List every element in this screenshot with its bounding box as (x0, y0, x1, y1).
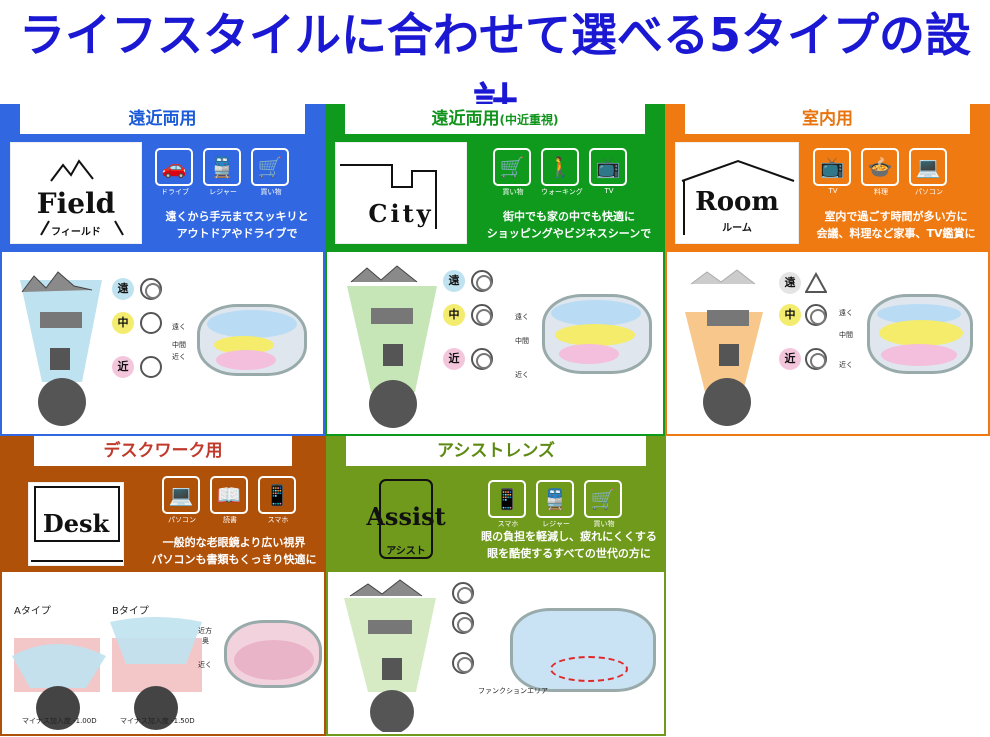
badge-mid: 中 (779, 304, 801, 326)
pc-icon: 💻パソコン (909, 148, 949, 197)
tv-icon: 📺TV (589, 148, 629, 197)
cart-icon: 🛒買い物 (584, 480, 624, 529)
page-title: ライフスタイルに合わせて選べる5タイプの設計 (18, 8, 971, 132)
smartphone-icon: 📱スマホ (258, 476, 298, 525)
desc-line-1: 一般的な老眼鏡より広い視界 (162, 536, 306, 549)
badge-mid: 中 (112, 312, 134, 334)
vision-diagram: ファンクションエリア (328, 572, 664, 734)
tab-label: 室内用 (685, 104, 970, 134)
pot-icon: 🍲料理 (861, 148, 901, 197)
desc-line-1: 街中でも家の中でも快適に (503, 210, 635, 223)
card-city: 遠近両用(中近重視) City 🛒買い物 🚶ウォーキング 📺TV 街中でも家の中… (325, 104, 665, 436)
card-field: 遠近両用 Field フィールド 🚗ドライブ 🚆レジャー 🛒買い物 遠くから手元… (0, 104, 325, 436)
logo-room: Room ルーム (675, 142, 799, 244)
smartphone-icon: 📱スマホ (488, 480, 528, 529)
tv-icon: 📺TV (813, 148, 853, 197)
walking-icon: 🚶ウォーキング (541, 148, 583, 197)
badge-near: 近 (112, 356, 134, 378)
badge-far: 遠 (779, 272, 801, 294)
desc-line-1: 眼の負担を軽減し、疲れにくくする (481, 530, 657, 543)
logo-city: City (335, 142, 467, 244)
desc-line-2: アウトドアやドライブで (176, 227, 298, 240)
badge-far: 遠 (112, 278, 134, 300)
vision-diagram: 遠 中 近 遠く 中間 近く (2, 252, 323, 434)
vision-diagram: 遠 中 近 遠く 中間 近く (667, 252, 988, 434)
triangle-icon (805, 272, 827, 293)
function-area-zone (550, 656, 628, 682)
tab-label: 遠近両用 (20, 104, 305, 134)
desc-line-2: パソコンも書類もくっきり快適に (151, 553, 317, 566)
desc-line-1: 遠くから手元までスッキリと (165, 210, 309, 223)
desc-line-1: 室内で過ごす時間が多い方に (824, 210, 968, 223)
vision-diagram: Aタイプ Bタイプ マイナス加入度 -1.00D マイナス加入度 -1.50D … (2, 572, 324, 734)
train-icon: 🚆レジャー (203, 148, 243, 197)
logo-desk: Desk (28, 482, 124, 566)
type-a-label: Aタイプ (14, 606, 51, 617)
train-icon: 🚆レジャー (536, 480, 576, 529)
tab-label: 遠近両用(中近重視) (345, 104, 645, 134)
type-b-label: Bタイプ (112, 606, 149, 617)
logo-assist: Assist アシスト (340, 476, 472, 572)
mountain-logo-icon (40, 159, 124, 236)
card-desk: デスクワーク用 Desk 💻パソコン 📖読書 📱スマホ 一般的な老眼鏡より広い視… (0, 436, 326, 736)
tab-label: アシストレンズ (346, 436, 646, 466)
book-icon: 📖読書 (210, 476, 250, 525)
desc-line-2: 眼を酷使するすべての世代の方に (487, 547, 651, 560)
badge-near: 近 (779, 348, 801, 370)
badge-far: 遠 (443, 270, 465, 292)
car-icon: 🚗ドライブ (155, 148, 195, 197)
vision-diagram: 遠 中 近 遠く 中間 近く (327, 252, 663, 434)
cart-icon: 🛒買い物 (493, 148, 533, 197)
tab-label: デスクワーク用 (34, 436, 292, 466)
function-area-label: ファンクションエリア (478, 687, 548, 695)
badge-near: 近 (443, 348, 465, 370)
card-assist: アシストレンズ Assist アシスト 📱スマホ 🚆レジャー 🛒買い物 眼の負担… (326, 436, 666, 736)
cart-icon: 🛒買い物 (251, 148, 291, 197)
desc-line-2: ショッピングやビジネスシーンで (486, 227, 652, 240)
card-room: 室内用 Room ルーム 📺TV 🍲料理 💻パソコン 室内で過ごす時間が多い方に… (665, 104, 990, 436)
logo-field: Field フィールド (10, 142, 142, 244)
badge-mid: 中 (443, 304, 465, 326)
desc-line-2: 会議、料理など家事、TV鑑賞に (816, 227, 976, 240)
pc-icon: 💻パソコン (162, 476, 202, 525)
